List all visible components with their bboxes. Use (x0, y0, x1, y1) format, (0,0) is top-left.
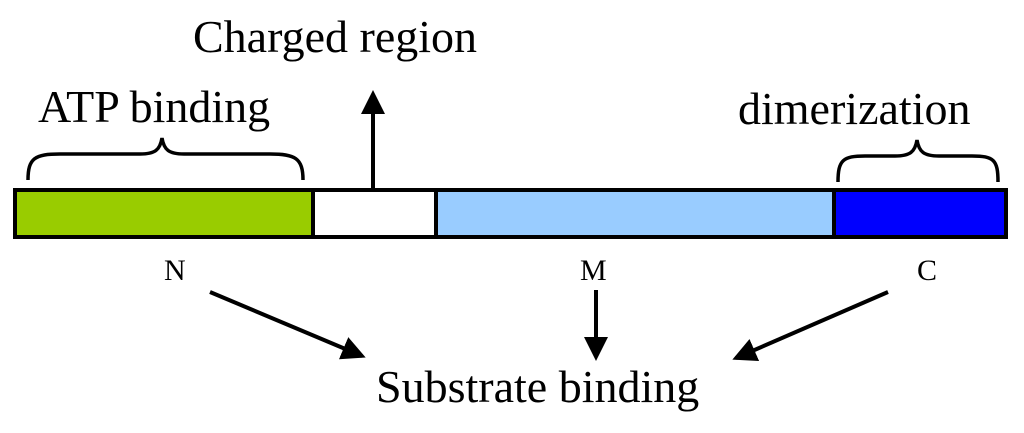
m-domain-label: M (580, 254, 607, 287)
m-domain (434, 188, 836, 239)
charged-region-domain (311, 188, 438, 239)
dimerization-label: dimerization (738, 83, 971, 134)
c-domain (832, 188, 1008, 239)
n-to-substrate-arrow (209, 290, 366, 360)
atp-binding-label: ATP binding (38, 81, 271, 132)
c-domain-label: C (917, 254, 938, 287)
charged-region-label: Charged region (193, 11, 478, 62)
dimerization-brace (836, 139, 1000, 183)
atp-binding-brace (26, 137, 305, 181)
c-to-substrate-arrow (732, 290, 889, 362)
substrate-binding-label: Substrate binding (376, 361, 700, 412)
n-domain (13, 188, 315, 239)
n-domain-label: N (164, 254, 186, 287)
